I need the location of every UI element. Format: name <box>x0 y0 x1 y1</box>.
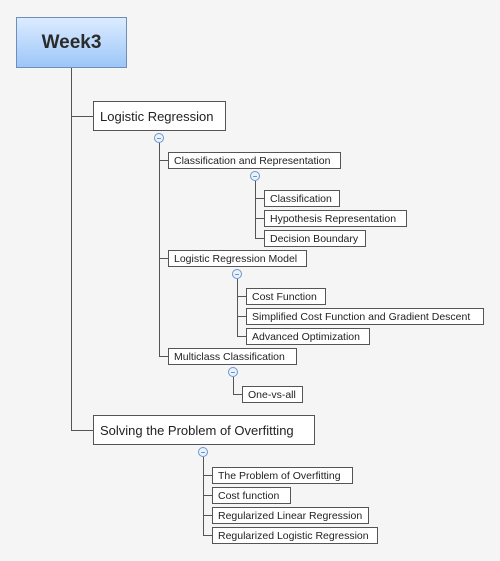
branch-line-logistic-regression-model <box>159 258 168 259</box>
branch-line-simplified-cost <box>237 316 246 317</box>
item-regularized-logistic-regression[interactable]: Regularized Logistic Regression <box>212 527 378 544</box>
collapse-icon[interactable] <box>198 447 208 457</box>
branch-line-logistic-regression <box>71 116 93 117</box>
trunk-line-classification-representation <box>255 181 256 239</box>
item-cost-function-regularized[interactable]: Cost function <box>212 487 291 504</box>
branch-line-reg-linear <box>203 515 212 516</box>
trunk-line-multiclass <box>233 377 234 395</box>
item-regularized-linear-regression[interactable]: Regularized Linear Regression <box>212 507 369 524</box>
branch-line-problem-of-overfitting <box>203 475 212 476</box>
trunk-line-logistic-regression <box>159 143 160 357</box>
collapse-icon[interactable] <box>228 367 238 377</box>
trunk-line-logistic-regression-model <box>237 279 238 337</box>
item-simplified-cost-function[interactable]: Simplified Cost Function and Gradient De… <box>246 308 484 325</box>
trunk-line-overfitting <box>203 457 204 536</box>
branch-line-multiclass <box>159 356 168 357</box>
section-multiclass-classification[interactable]: Multiclass Classification <box>168 348 297 365</box>
branch-line-overfitting <box>71 430 93 431</box>
item-classification[interactable]: Classification <box>264 190 340 207</box>
branch-line-classification <box>255 198 264 199</box>
branch-line-cost-function <box>237 296 246 297</box>
branch-line-advanced-optimization <box>237 336 246 337</box>
collapse-icon[interactable] <box>154 133 164 143</box>
branch-line-cost-function-reg <box>203 495 212 496</box>
item-problem-of-overfitting[interactable]: The Problem of Overfitting <box>212 467 353 484</box>
collapse-icon[interactable] <box>250 171 260 181</box>
item-cost-function[interactable]: Cost Function <box>246 288 326 305</box>
collapse-icon[interactable] <box>232 269 242 279</box>
section-logistic-regression-model[interactable]: Logistic Regression Model <box>168 250 307 267</box>
branch-line-classification-representation <box>159 160 168 161</box>
branch-line-one-vs-all <box>233 394 242 395</box>
topic-logistic-regression[interactable]: Logistic Regression <box>93 101 226 131</box>
root-node[interactable]: Week3 <box>16 17 127 68</box>
item-decision-boundary[interactable]: Decision Boundary <box>264 230 366 247</box>
item-one-vs-all[interactable]: One-vs-all <box>242 386 303 403</box>
branch-line-reg-logistic <box>203 535 212 536</box>
item-hypothesis-representation[interactable]: Hypothesis Representation <box>264 210 407 227</box>
branch-line-hypothesis <box>255 218 264 219</box>
root-trunk-line <box>71 68 72 430</box>
section-classification-representation[interactable]: Classification and Representation <box>168 152 341 169</box>
branch-line-decision-boundary <box>255 238 264 239</box>
topic-overfitting[interactable]: Solving the Problem of Overfitting <box>93 415 315 445</box>
item-advanced-optimization[interactable]: Advanced Optimization <box>246 328 370 345</box>
